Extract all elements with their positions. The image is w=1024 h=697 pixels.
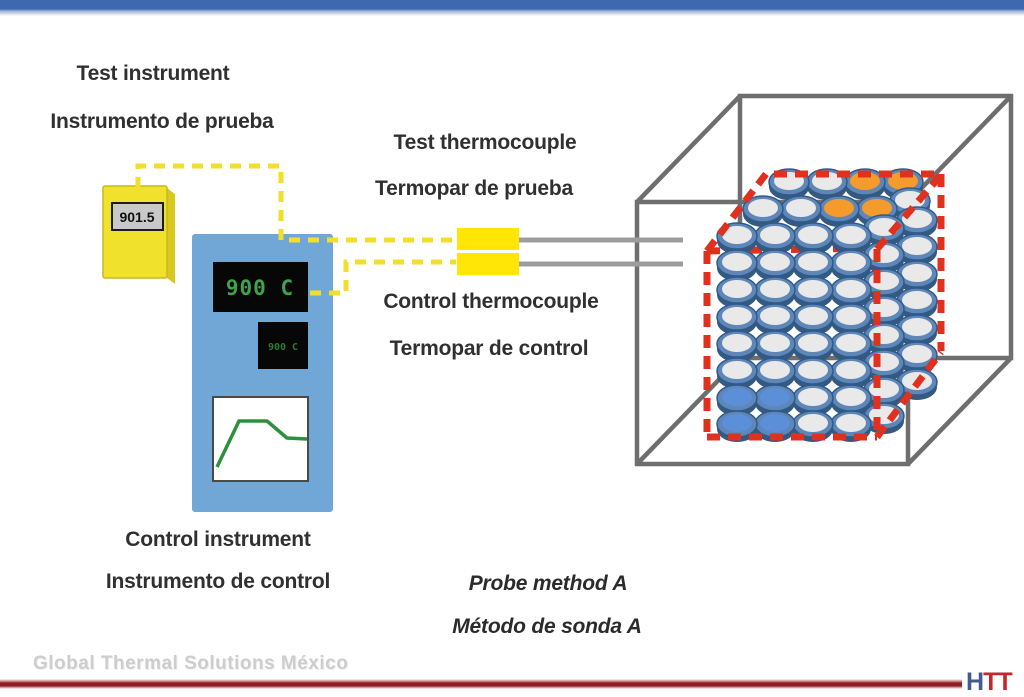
load-jar-white <box>754 222 796 254</box>
slide-top-accent-bar <box>0 0 1024 16</box>
load-outline-bottom-right-slant <box>874 349 944 440</box>
htt-logo-tt: TT <box>983 668 1013 696</box>
test-instrument: 901.5 <box>102 185 175 284</box>
load-jar-white <box>716 330 758 362</box>
load-jar-white <box>896 314 938 346</box>
load-jar-blue <box>716 384 758 416</box>
htt-logo-h: H <box>966 668 984 696</box>
label-control-thermocouple-es: Termopar de control <box>389 337 589 360</box>
furnace-load-stack <box>716 168 938 442</box>
test-thermocouple-connector <box>457 228 519 250</box>
label-test-instrument-en: Test instrument <box>76 62 230 85</box>
watermark: Global Thermal Solutions México <box>33 653 349 674</box>
load-jar-white <box>830 276 872 308</box>
load-jar-white <box>830 222 872 254</box>
slide-bottom-accent-bar <box>0 679 962 689</box>
load-jar-white <box>754 276 796 308</box>
load-jar-orange <box>818 195 860 227</box>
load-jar-blue <box>754 410 796 442</box>
control-lead-dashed-line <box>310 259 456 296</box>
load-jar-white <box>830 249 872 281</box>
load-outline-back-top <box>704 170 941 254</box>
control-main-display-reading: 900 C <box>226 276 294 300</box>
control-small-display-reading: 900 C <box>268 342 298 353</box>
label-test-thermocouple-en: Test thermocouple <box>393 131 577 154</box>
load-jar-white <box>896 260 938 292</box>
test-instrument-display <box>111 202 164 231</box>
load-jar-white <box>716 303 758 335</box>
test-instrument-reading: 901.5 <box>119 209 154 225</box>
load-jar-white <box>754 249 796 281</box>
load-jar-white <box>792 249 834 281</box>
load-jar-white <box>896 233 938 265</box>
load-jar-blue <box>754 384 796 416</box>
load-jar-white <box>792 330 834 362</box>
furnace-edge-bottom-right <box>906 356 1013 466</box>
label-control-instrument-es: Instrumento de control <box>105 570 331 593</box>
load-jar-white <box>792 357 834 389</box>
load-outline-top-right-slant <box>874 172 944 252</box>
load-jar-white <box>792 222 834 254</box>
load-jar-orange <box>844 168 886 200</box>
htt-logo: HTT <box>966 668 1013 697</box>
load-jar-white <box>830 303 872 335</box>
label-control-instrument-en: Control instrument <box>125 528 311 551</box>
load-jar-white <box>716 357 758 389</box>
control-small-display <box>258 322 308 369</box>
test-instrument-body <box>102 185 168 279</box>
profile-chart-line <box>215 419 308 468</box>
load-jar-white <box>716 249 758 281</box>
furnace-edge-top-left <box>635 94 742 204</box>
control-main-display <box>213 262 308 312</box>
load-jar-white <box>792 303 834 335</box>
thermocouple-leads <box>135 163 519 296</box>
label-test-thermocouple-es: Termopar de prueba <box>375 177 573 200</box>
load-jar-white <box>754 303 796 335</box>
test-instrument-side-shade <box>167 188 175 284</box>
load-jar-white <box>792 384 834 416</box>
control-instrument: 900 C 900 C <box>192 234 333 512</box>
thermocouple-wires <box>519 237 683 267</box>
load-jar-white <box>754 330 796 362</box>
label-probe-method-en: Probe method A <box>468 572 628 595</box>
load-jar-white <box>716 276 758 308</box>
label-control-thermocouple-en: Control thermocouple <box>383 290 599 313</box>
label-test-instrument-es: Instrumento de prueba <box>50 110 274 133</box>
control-thermocouple-connector <box>457 253 519 275</box>
load-outline <box>703 170 945 441</box>
load-jar-white <box>754 357 796 389</box>
label-probe-method-es: Método de sonda A <box>452 615 642 638</box>
load-jar-white <box>830 330 872 362</box>
load-jar-white <box>780 195 822 227</box>
load-jar-white <box>896 287 938 319</box>
load-jar-white <box>792 276 834 308</box>
furnace-edge-top-right <box>906 94 1013 204</box>
load-jar-white <box>742 195 784 227</box>
